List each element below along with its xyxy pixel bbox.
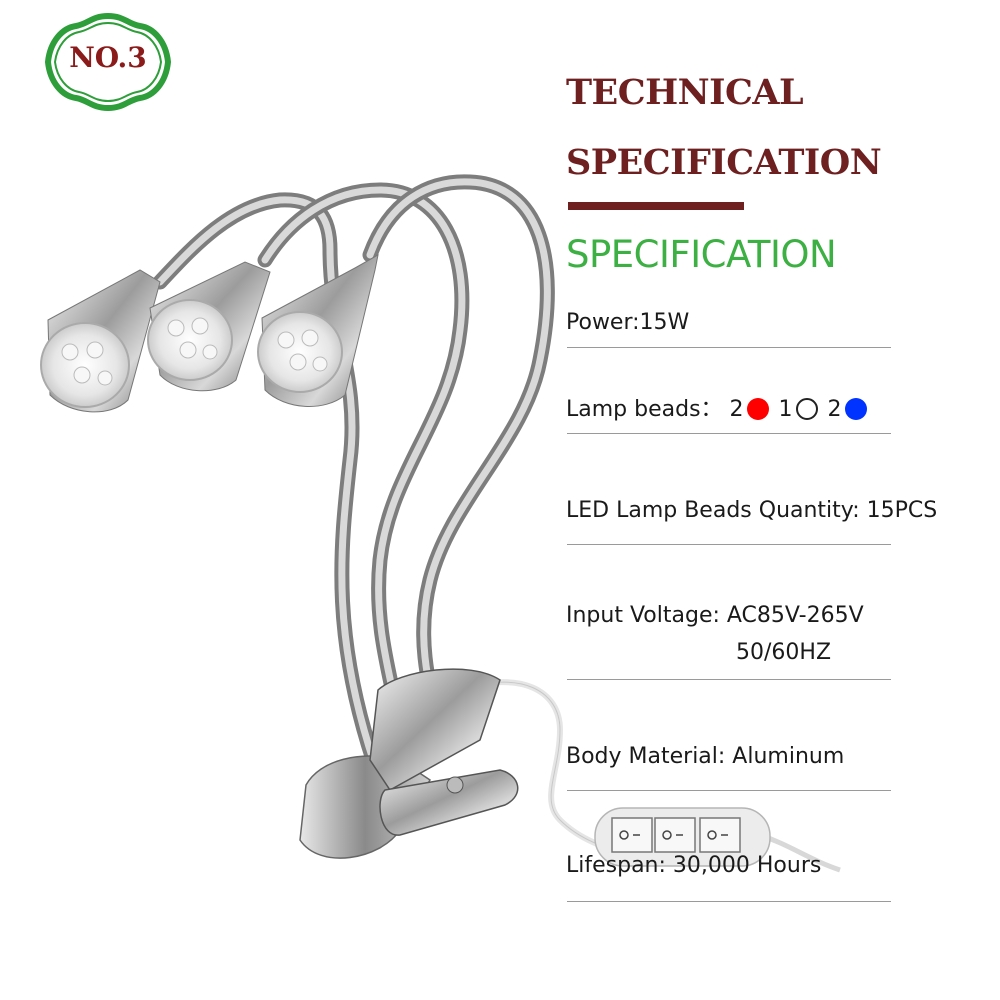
- clamp: [299, 668, 519, 859]
- heading-underline: [568, 202, 744, 210]
- white-bead-icon: [795, 398, 818, 420]
- spec-power: Power:15W: [566, 310, 690, 335]
- red-bead-icon: [746, 398, 769, 420]
- divider: [567, 901, 891, 902]
- divider: [567, 433, 891, 434]
- divider: [567, 544, 891, 545]
- spec-material: Body Material: Aluminum: [566, 744, 845, 769]
- lamp-head-middle: [147, 261, 271, 392]
- divider: [567, 347, 891, 348]
- badge-label: NO.3: [69, 41, 147, 74]
- heading-technical: TECHNICAL: [566, 72, 804, 113]
- badge-frame: [44, 12, 172, 112]
- heading-specification: SPECIFICATION: [566, 142, 882, 183]
- lamp-head-left: [40, 269, 161, 413]
- switch-box: [594, 807, 771, 867]
- bead-count-white: 1: [778, 397, 793, 422]
- spec-voltage: Input Voltage: AC85V-265V: [566, 603, 864, 628]
- bead-count-blue: 2: [827, 397, 842, 422]
- lamp-head-right: [257, 254, 379, 407]
- divider: [567, 679, 891, 680]
- spec-quantity: LED Lamp Beads Quantity: 15PCS: [566, 498, 938, 523]
- spec-frequency: 50/60HZ: [736, 640, 832, 665]
- spec-title: SPECIFICATION: [566, 233, 837, 276]
- product-image: [40, 174, 841, 873]
- lamp-beads-label: Lamp beads：: [566, 397, 723, 422]
- spec-lifespan: Lifespan: 30,000 Hours: [566, 853, 822, 878]
- spec-lamp-beads: Lamp beads： 2 1 2: [566, 391, 870, 423]
- blue-bead-icon: [844, 398, 867, 420]
- divider: [567, 790, 891, 791]
- bead-count-red: 2: [729, 397, 744, 422]
